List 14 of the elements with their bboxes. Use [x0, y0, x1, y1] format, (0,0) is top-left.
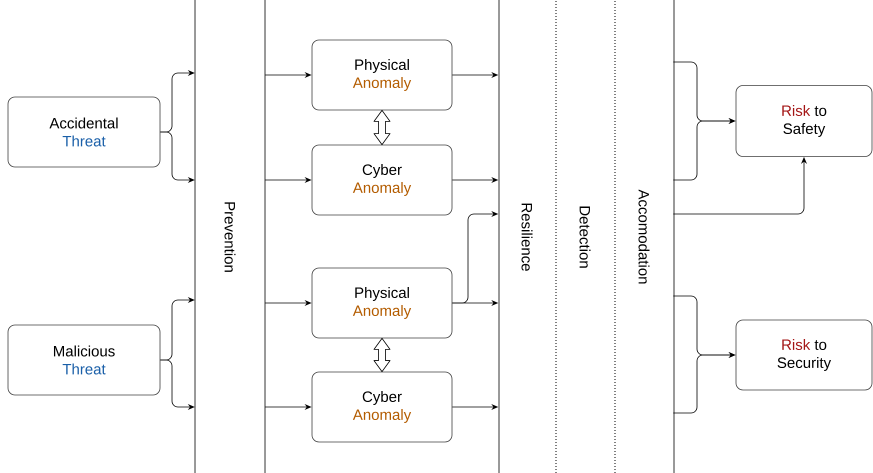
process-box: Cyber Anomaly [312, 144, 452, 216]
process-box: Malicious Threat [8, 324, 160, 396]
process-box: Physical Anomaly [312, 268, 452, 338]
process-box: Risk to Security [736, 320, 872, 390]
double-arrow [374, 338, 390, 372]
stage-band: Detection [580, 0, 616, 473]
stage-band: Accomodation [638, 0, 674, 473]
process-box: Cyber Anomaly [312, 372, 452, 442]
process-box: Physical Anomaly [312, 40, 452, 110]
process-box: Risk to Safety [736, 85, 872, 157]
stage-band: Prevention [194, 0, 266, 473]
double-arrow [374, 110, 390, 145]
process-box: Accidental Threat [8, 96, 160, 168]
stage-band: Resilience [498, 0, 556, 473]
